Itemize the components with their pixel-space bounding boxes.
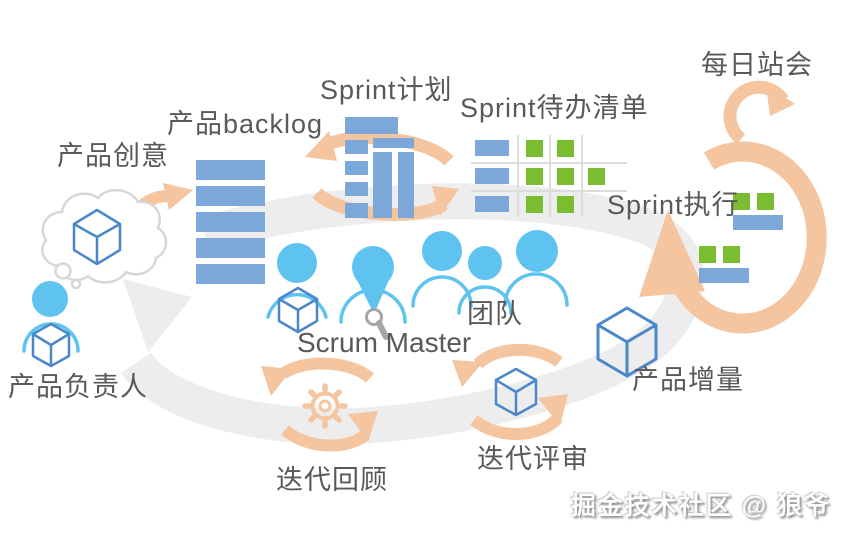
label-iteration-review: 迭代评审 bbox=[477, 444, 589, 474]
product-owner-cube-icon bbox=[31, 322, 71, 368]
thought-cloud-with-cube-icon bbox=[41, 189, 168, 290]
sprint-backlog-grid-icon bbox=[471, 135, 627, 217]
label-scrum-master: Scrum Master bbox=[297, 327, 472, 358]
idea-cube-icon bbox=[72, 208, 122, 266]
label-sprint-execution: Sprint执行 bbox=[607, 190, 740, 220]
label-product-increment: 产品增量 bbox=[632, 365, 744, 395]
iteration-review-cycle-arrows bbox=[452, 343, 568, 441]
label-product-idea: 产品创意 bbox=[57, 141, 169, 171]
product-increment-cube-icon bbox=[596, 306, 658, 378]
product-owner-icon bbox=[22, 281, 80, 368]
sprint-planning-board-icon bbox=[345, 117, 414, 218]
iteration-review-cube-icon bbox=[494, 367, 538, 417]
scrum-master-icon bbox=[339, 246, 407, 340]
watermark-text: 掘金技术社区 @ 狼爷 bbox=[570, 492, 831, 520]
label-product-backlog: 产品backlog bbox=[167, 109, 324, 139]
product-backlog-stack-icon bbox=[196, 160, 265, 284]
label-iteration-retrospective: 迭代回顾 bbox=[276, 465, 388, 495]
team-icon bbox=[411, 230, 569, 315]
iteration-retrospective-cycle-arrows bbox=[261, 357, 378, 452]
label-sprint-planning: Sprint计划 bbox=[320, 75, 453, 105]
daily-standup-loop-icon bbox=[639, 80, 827, 334]
label-sprint-backlog: Sprint待办清单 bbox=[460, 93, 649, 123]
person-cube-icon bbox=[277, 286, 319, 334]
iteration-retrospective-gear-icon bbox=[302, 383, 348, 429]
sprint-execution-tasks-icon bbox=[699, 193, 783, 283]
person-with-cube-icon bbox=[266, 243, 328, 334]
label-team: 团队 bbox=[467, 299, 523, 329]
label-product-owner: 产品负责人 bbox=[8, 372, 148, 402]
label-daily-standup: 每日站会 bbox=[701, 50, 813, 80]
